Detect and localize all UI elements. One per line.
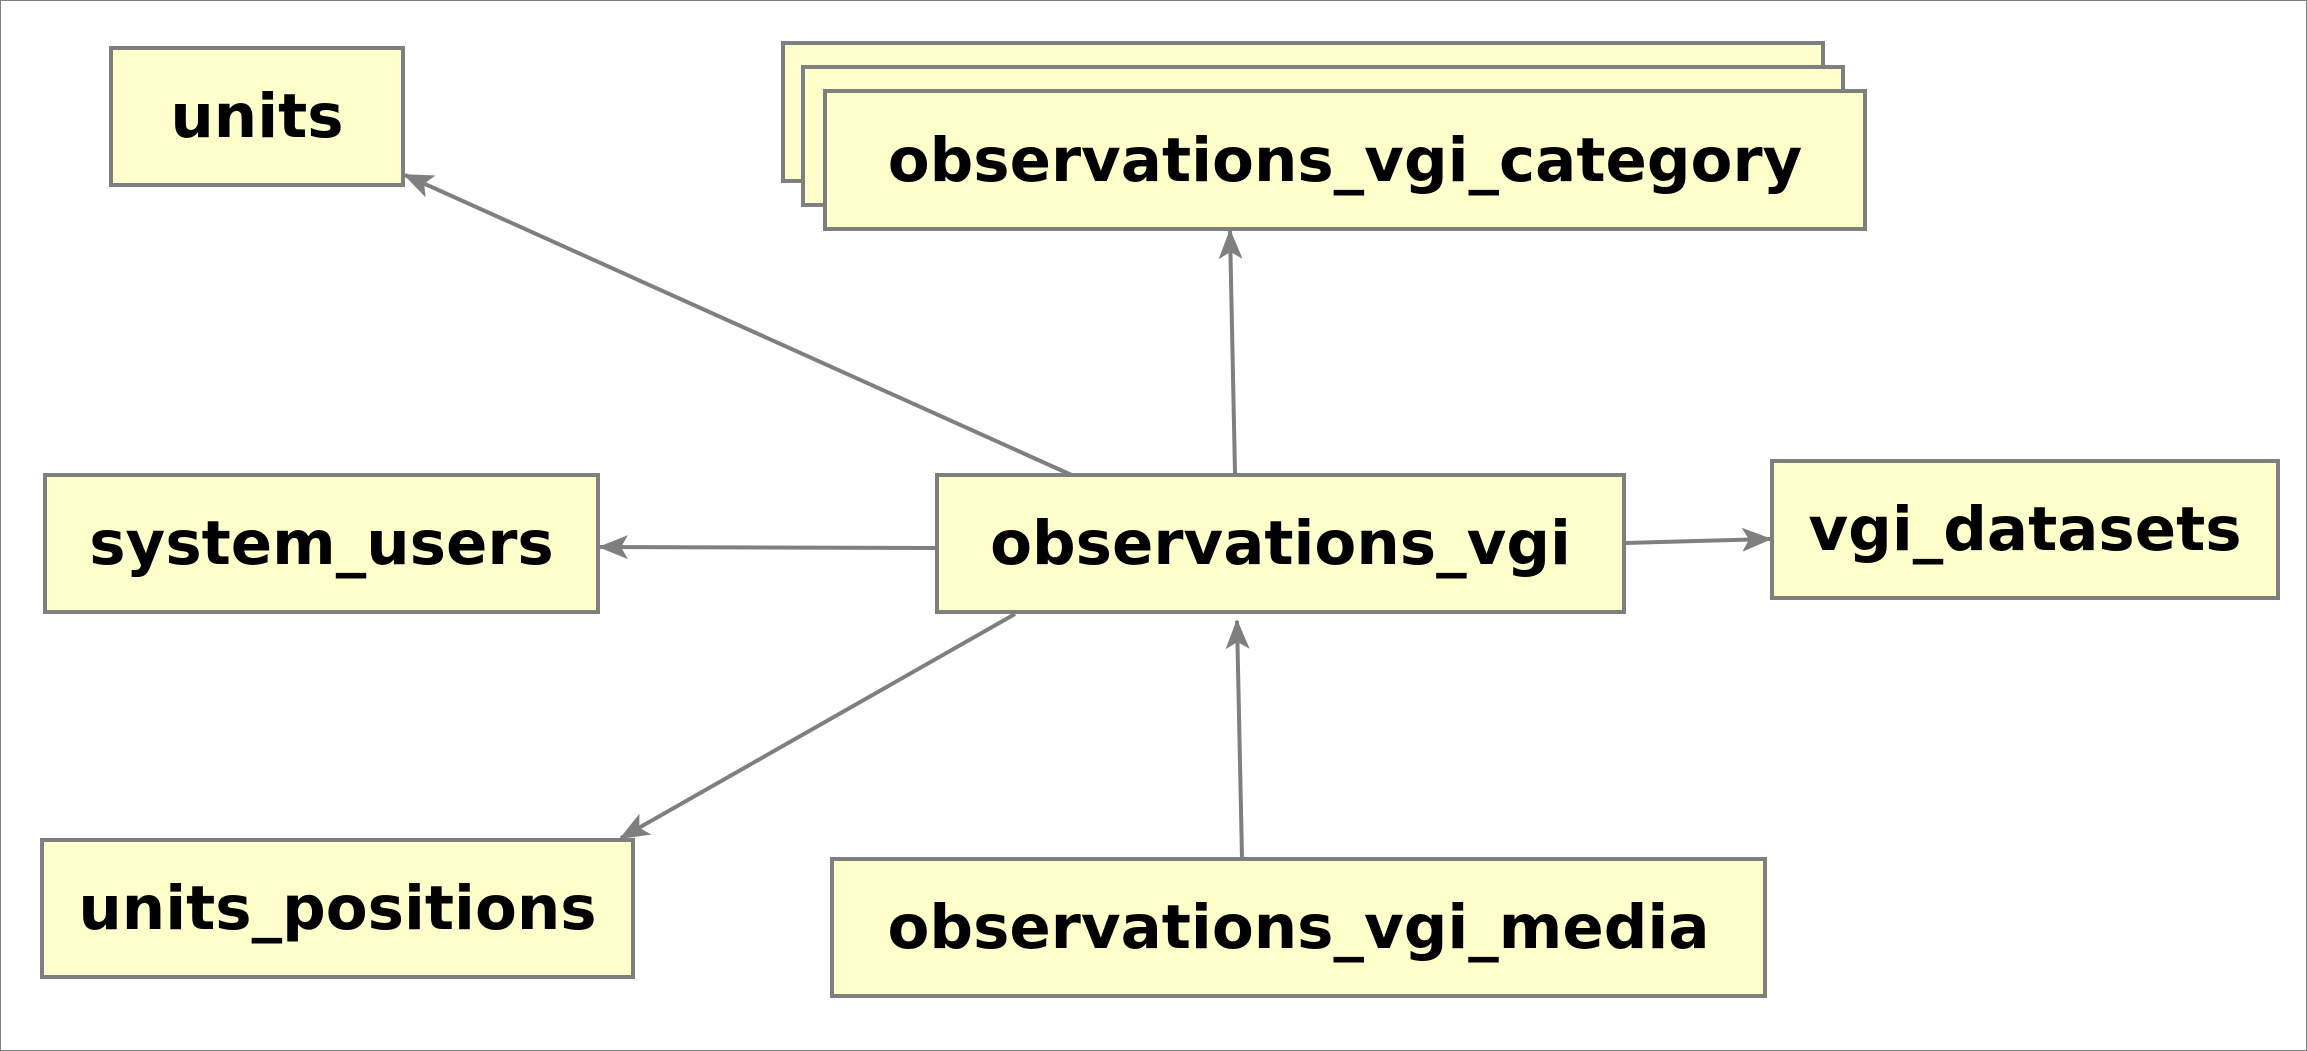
node-system-users[interactable]: system_users xyxy=(43,473,600,614)
node-units-positions[interactable]: units_positions xyxy=(40,838,635,979)
edge-observations-vgi-to-vgi-datasets xyxy=(1625,527,1772,552)
edge-observations-vgi-to-units-positions xyxy=(619,612,1016,840)
node-observations-vgi[interactable]: observations_vgi xyxy=(935,473,1626,614)
node-vgi-datasets[interactable]: vgi_datasets xyxy=(1770,459,2280,600)
edge-observations-vgi-to-system-users xyxy=(598,535,936,560)
node-label: units_positions xyxy=(78,873,597,944)
node-label: observations_vgi xyxy=(990,508,1571,579)
node-units[interactable]: units xyxy=(109,46,405,187)
edge-observations-vgi-to-units xyxy=(403,173,1077,479)
edge-observations-vgi-media-to-observations-vgi xyxy=(1225,619,1250,858)
node-observations-vgi-category[interactable]: observations_vgi_category xyxy=(823,89,1867,231)
edge-observations-vgi-to-observations-vgi-category xyxy=(1218,229,1243,474)
node-observations-vgi-media[interactable]: observations_vgi_media xyxy=(830,857,1767,998)
node-label: observations_vgi_category xyxy=(887,124,1803,196)
node-label: system_users xyxy=(89,508,554,579)
node-label: vgi_datasets xyxy=(1808,494,2242,565)
node-label: units xyxy=(170,81,344,152)
node-label: observations_vgi_media xyxy=(887,892,1710,963)
